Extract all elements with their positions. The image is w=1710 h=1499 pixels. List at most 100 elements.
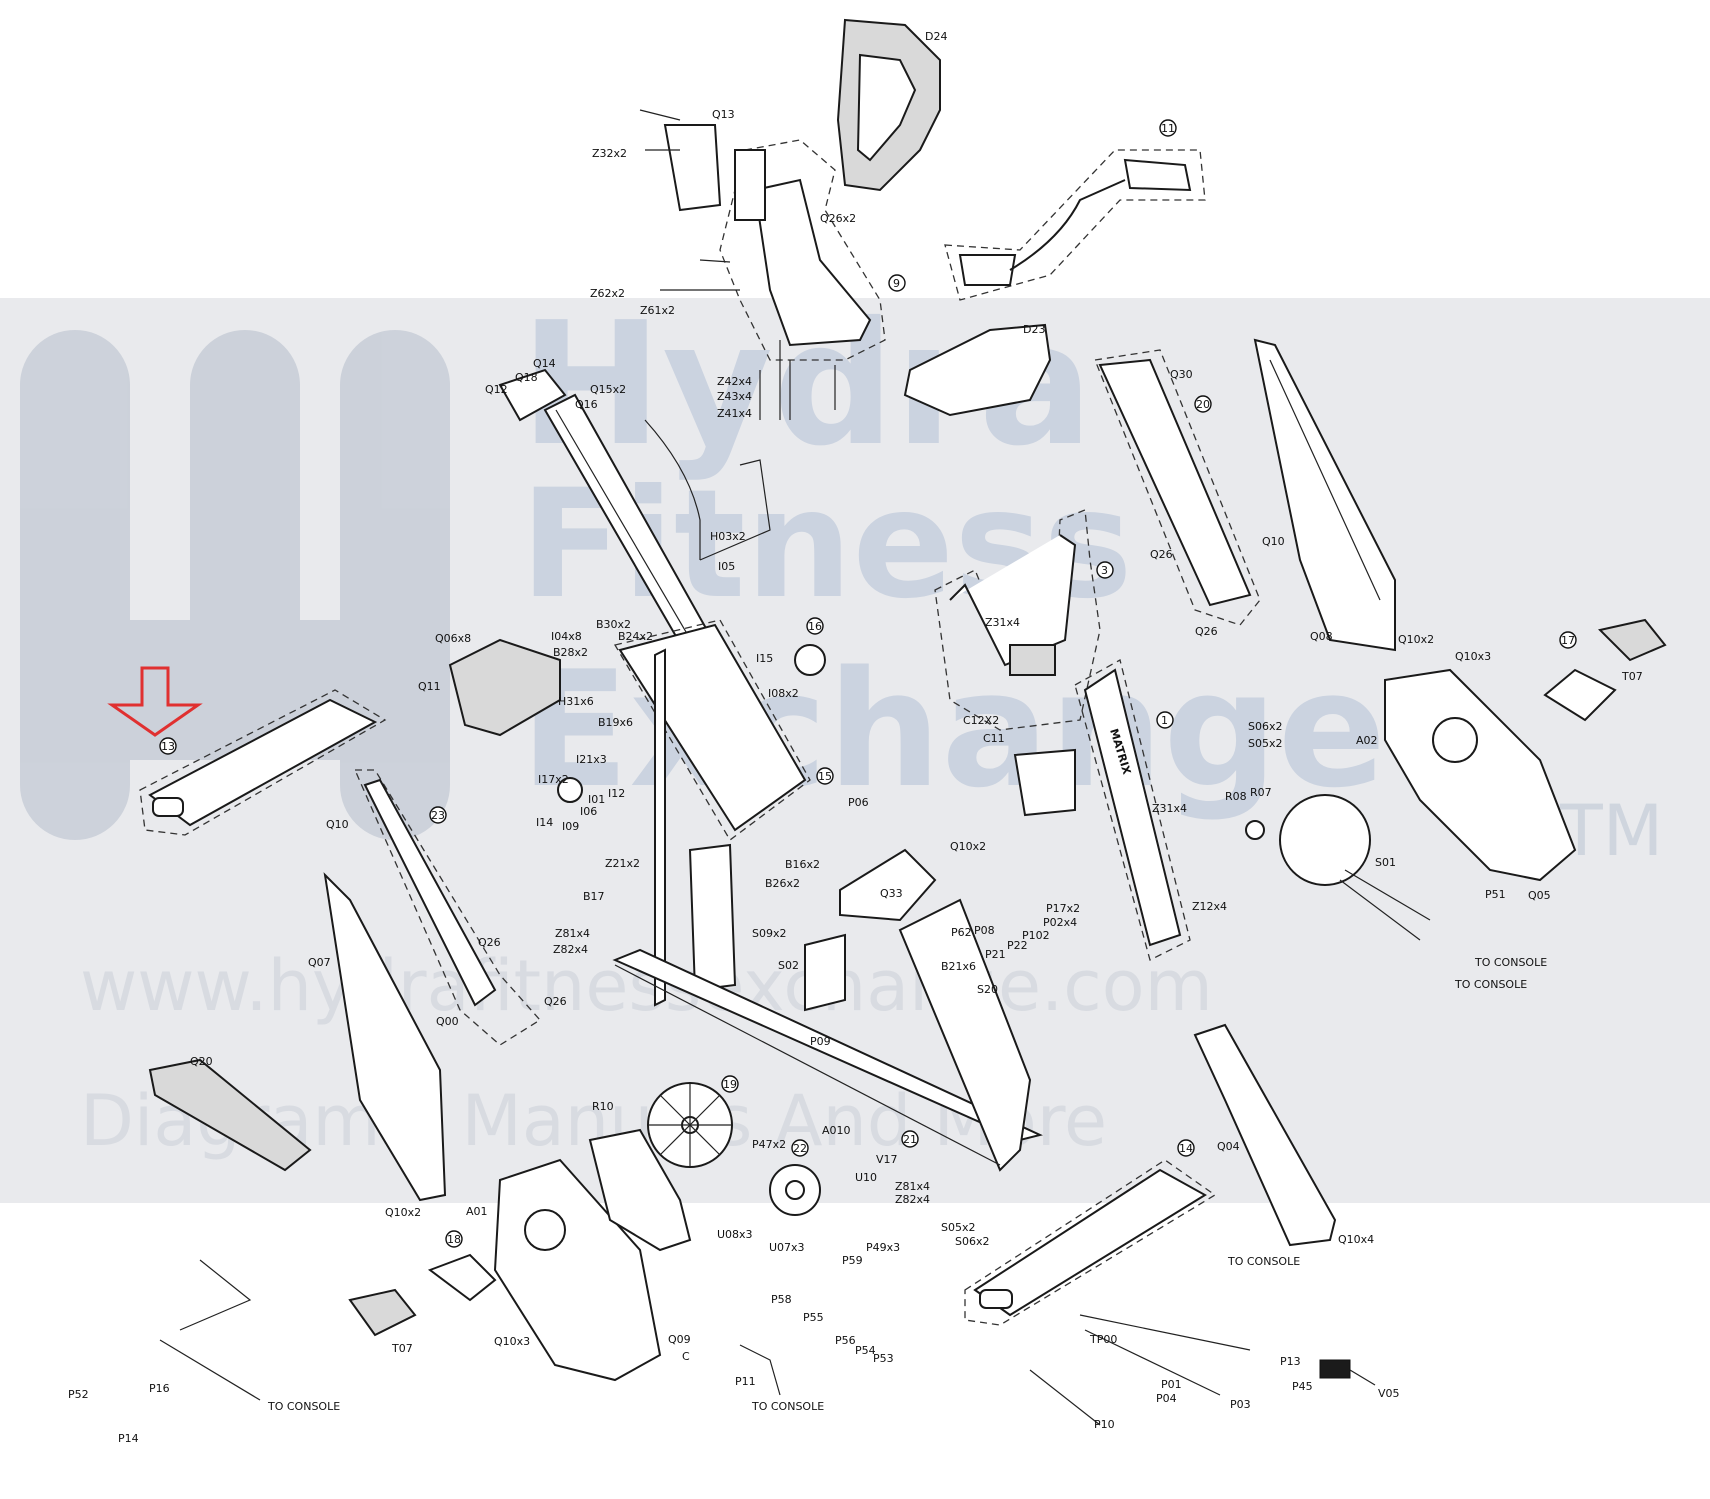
label-q33: Q33 <box>880 887 903 900</box>
label-b17: B17 <box>583 890 605 903</box>
label-p14: P14 <box>118 1432 139 1445</box>
label-p54: P54 <box>855 1344 876 1357</box>
label-i17x2: I17x2 <box>538 773 569 786</box>
label-z31x4: Z31x4 <box>985 616 1020 629</box>
label-to-console-1: TO CONSOLE <box>1474 956 1547 969</box>
label-b28x2: B28x2 <box>553 646 588 659</box>
callout-14: 14 <box>1177 1139 1195 1157</box>
right-crank-cover-part-a02 <box>1384 668 1577 882</box>
label-z42x4: Z42x4 <box>717 375 752 388</box>
rear-stabilizer-part-14 <box>964 1159 1217 1326</box>
svg-text:3: 3 <box>1101 564 1108 577</box>
label-p53: P53 <box>873 1352 894 1365</box>
label-q11: Q11 <box>418 680 441 693</box>
hardware-lines-bottom <box>159 1259 1376 1426</box>
idler-part-21 <box>769 1164 821 1216</box>
label-d24: D24 <box>925 30 947 43</box>
label-q10x2-m: Q10x2 <box>950 840 986 853</box>
callout-1: 1 <box>1156 711 1174 729</box>
label-c12x2: C12X2 <box>963 714 999 727</box>
label-p10: P10 <box>1094 1418 1115 1431</box>
seat-frame-group-9 <box>663 124 886 361</box>
bearing-group-part-16 <box>557 644 826 803</box>
label-p51: P51 <box>1485 888 1506 901</box>
svg-text:13: 13 <box>161 740 175 753</box>
label-u07x3: U07x3 <box>769 1241 805 1254</box>
label-q14: Q14 <box>533 357 556 370</box>
hardware-lines-top <box>639 109 836 420</box>
label-a01: A01 <box>466 1205 488 1218</box>
label-z81x4: Z81x4 <box>555 927 590 940</box>
label-q04: Q04 <box>1217 1140 1240 1153</box>
seat-handle-part-11 <box>944 149 1206 301</box>
label-q26x2-top: Q26x2 <box>820 212 856 225</box>
label-z21x2: Z21x2 <box>605 857 640 870</box>
label-p08: P08 <box>974 924 995 937</box>
label-q18: Q18 <box>515 371 538 384</box>
callout-21: 21 <box>901 1130 919 1148</box>
label-s06x2b: S06x2 <box>955 1235 990 1248</box>
label-b21x6: B21x6 <box>941 960 976 973</box>
right-cover-part-q08 <box>1253 338 1396 652</box>
label-q10-l: Q10 <box>326 818 349 831</box>
label-z31x4b: Z31x4 <box>1152 802 1187 815</box>
label-p56: P56 <box>835 1334 856 1347</box>
highlight-arrow-icon <box>107 666 203 737</box>
label-z61x2: Z61x2 <box>640 304 675 317</box>
label-i01: I01 <box>588 793 605 806</box>
label-v05: V05 <box>1378 1387 1400 1400</box>
label-q07: Q07 <box>308 956 331 969</box>
callout-23: 23 <box>429 806 447 824</box>
seat-boom-part-18 <box>613 619 811 841</box>
label-i04x8: I04x8 <box>551 630 582 643</box>
label-b30x2: B30x2 <box>596 618 631 631</box>
label-q30: Q30 <box>1170 368 1193 381</box>
label-r08: R08 <box>1225 790 1247 803</box>
label-d23: D23 <box>1023 323 1045 336</box>
label-i09: I09 <box>562 820 579 833</box>
label-z41x4: Z41x4 <box>717 407 752 420</box>
label-t07-b: T07 <box>391 1342 413 1355</box>
label-p62: P62 <box>951 926 972 939</box>
handlebar-part-3 <box>934 509 1101 731</box>
left-crank-cover-part-a01 <box>493 1158 662 1382</box>
label-q26-l2: Q26 <box>544 995 567 1008</box>
label-i14: I14 <box>536 816 553 829</box>
label-q26-r1: Q26 <box>1150 548 1173 561</box>
callout-18: 18 <box>445 1230 463 1248</box>
label-s05x2: S05x2 <box>1248 737 1283 750</box>
svg-text:11: 11 <box>1161 122 1175 135</box>
svg-text:23: 23 <box>431 809 445 822</box>
label-q06x8: Q06x8 <box>435 632 471 645</box>
label-s20: S20 <box>977 983 998 996</box>
left-pedal-part-t07 <box>348 1253 497 1337</box>
svg-text:19: 19 <box>723 1078 737 1091</box>
label-p11: P11 <box>735 1375 756 1388</box>
crank-cover-part-q33 <box>839 848 937 922</box>
label-b16x2: B16x2 <box>785 858 820 871</box>
svg-text:18: 18 <box>447 1233 461 1246</box>
sensor-bracket-s02 <box>804 933 846 1012</box>
callout-17: 17 <box>1559 631 1577 649</box>
label-s01: S01 <box>1375 856 1396 869</box>
label-p04: P04 <box>1156 1392 1177 1405</box>
label-p52: P52 <box>68 1388 89 1401</box>
label-i12: I12 <box>608 787 625 800</box>
label-r07: R07 <box>1250 786 1272 799</box>
svg-text:17: 17 <box>1561 634 1575 647</box>
label-tp00: TP00 <box>1089 1333 1117 1346</box>
label-q10x4: Q10x4 <box>1338 1233 1374 1246</box>
label-c11: C11 <box>983 732 1005 745</box>
right-pedal-part-17 <box>1543 618 1667 722</box>
callout-20: 20 <box>1194 395 1212 413</box>
label-p47x2: P47x2 <box>752 1138 786 1151</box>
rear-shroud-part-20 <box>1094 349 1261 626</box>
callout-9: 9 <box>888 274 906 292</box>
label-q26-r2: Q26 <box>1195 625 1218 638</box>
label-c-mark: C <box>682 1350 690 1363</box>
label-b26x2: B26x2 <box>765 877 800 890</box>
callout-15: 15 <box>816 767 834 785</box>
label-p06: P06 <box>848 796 869 809</box>
label-p16: P16 <box>149 1382 170 1395</box>
